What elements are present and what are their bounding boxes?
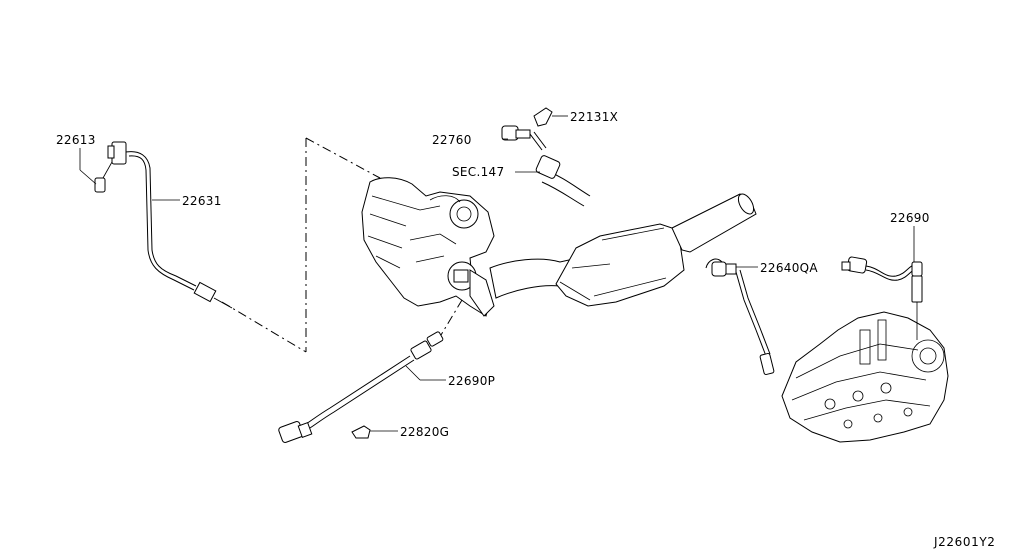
sensor-22690 [841,256,923,312]
label-22690p: 22690P [448,374,495,388]
alignment-lines [221,137,463,353]
label-22820g: 22820G [400,425,449,439]
engine-block [781,311,949,443]
clip-22820g [351,425,371,439]
diagram-id: J22601Y2 [933,535,995,549]
sensor-22760 [501,125,547,151]
part-labels: 22613 22631 22760 22131X SEC.147 22640QA… [56,110,995,549]
leader-lines [79,115,915,432]
turbo-exhaust-assembly [361,177,757,317]
sensor-22690p [278,331,444,443]
sensor-22631 [94,141,233,309]
label-sec147: SEC.147 [452,165,504,179]
label-22131x: 22131X [570,110,618,124]
label-22760: 22760 [432,133,472,147]
sensor-22640qa [705,258,775,375]
sec147-pipe [535,155,591,207]
label-22631: 22631 [182,194,222,208]
label-22690: 22690 [890,211,930,225]
label-22613: 22613 [56,133,96,147]
label-22640qa: 22640QA [760,261,818,275]
clip-22131x [533,107,553,127]
